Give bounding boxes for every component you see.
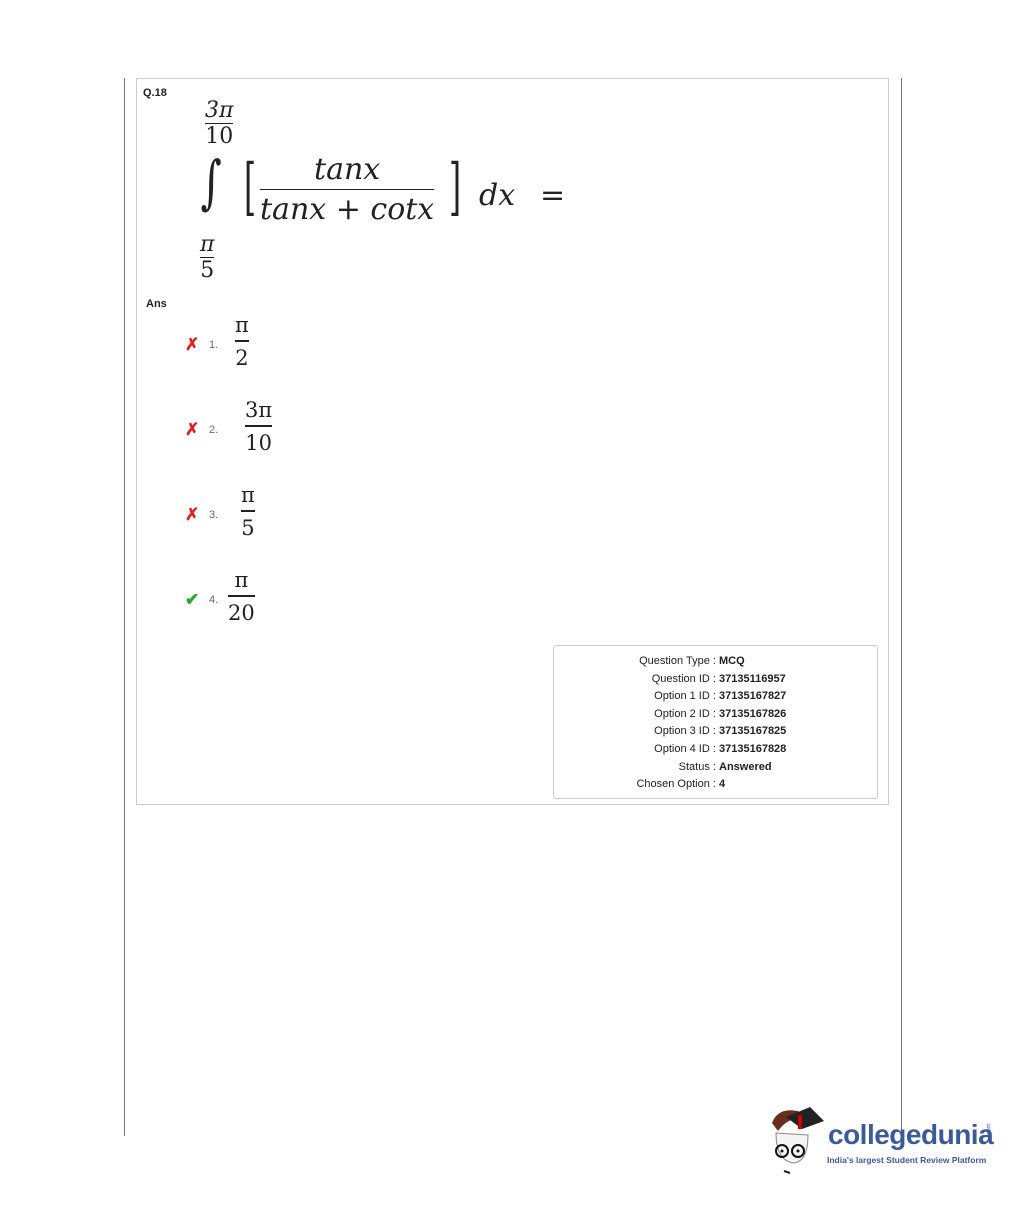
mascot-icon xyxy=(772,1107,824,1174)
info-row: Question Type : MCQ xyxy=(639,655,745,667)
left-page-border xyxy=(124,78,125,1136)
right-bracket: ] xyxy=(449,150,462,223)
cross-icon: ✗ xyxy=(185,420,200,439)
question-box xyxy=(136,78,889,805)
left-bracket: [ xyxy=(244,150,257,223)
answer-label: Ans xyxy=(146,298,167,310)
info-row: Chosen Option : 4 xyxy=(636,778,726,791)
info-row: Option 3 ID : 37135167825 xyxy=(654,725,787,738)
integral-sign: ∫ xyxy=(200,148,222,216)
check-icon: ✔ xyxy=(185,590,200,609)
question-number: Q.18 xyxy=(143,87,167,99)
info-row: Question ID : 37135116957 xyxy=(651,672,786,685)
cross-icon: ✗ xyxy=(185,335,200,354)
info-row: Status : Answered xyxy=(678,760,772,773)
info-row: Option 4 ID : 37135167828 xyxy=(654,743,787,755)
right-page-border xyxy=(901,78,902,1140)
dx: dx xyxy=(479,178,516,213)
info-row: Option 2 ID : 37135167826 xyxy=(654,707,787,720)
info-row: Option 1 ID : 37135167827 xyxy=(654,690,787,703)
cross-icon: ✗ xyxy=(185,505,200,524)
collegedunia-logo: collegedunia .com India's largest Studen… xyxy=(768,1105,998,1175)
equals-sign: = xyxy=(540,178,566,213)
question-info-panel: Question Type : MCQ Question ID : 3713511… xyxy=(553,645,878,799)
